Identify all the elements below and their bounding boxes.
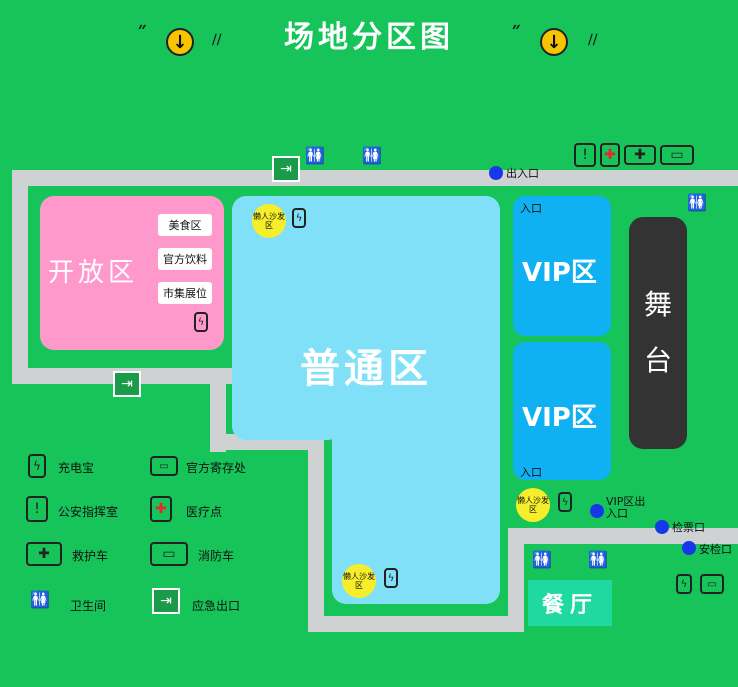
- security-check-dot: [682, 541, 696, 555]
- vip-bottom-entrance-label: 入口: [520, 466, 542, 479]
- path-bottom-right-vert: [508, 528, 524, 632]
- open-zone-label: 开放区: [48, 258, 139, 288]
- stage: 舞 台: [629, 217, 687, 449]
- ticket-check-label: 检票口: [672, 521, 705, 534]
- path-lower-vert: [308, 434, 324, 632]
- vip-zone-bottom: [513, 342, 611, 480]
- deco-marks-left2: ∕∕: [212, 32, 222, 48]
- ticket-check-dot: [655, 520, 669, 534]
- locker-icon: ▭: [700, 574, 724, 594]
- power-bank-icon: ϟ: [292, 208, 306, 228]
- sofa-area-badge: 懒人沙发区: [342, 564, 376, 598]
- power-bank-icon: ϟ: [28, 454, 46, 478]
- vip-entrance-dot: [590, 504, 604, 518]
- restroom-icon: 🚻: [532, 550, 552, 569]
- medical-icon: ✚: [600, 143, 620, 167]
- police-shield-icon: !: [574, 143, 596, 167]
- security-check-label: 安检口: [699, 543, 732, 556]
- path-right: [508, 528, 738, 544]
- legend-label-police: 公安指挥室: [58, 505, 119, 519]
- entrance-label: 出入口: [506, 167, 539, 180]
- vip-bottom-label: VIP区: [522, 403, 597, 433]
- power-bank-icon: ϟ: [384, 568, 398, 588]
- legend-label-ambulance: 救护车: [72, 549, 109, 563]
- power-bank-icon: ϟ: [558, 492, 572, 512]
- stage-char-2: 台: [643, 344, 672, 377]
- sofa-area-badge: 懒人沙发区: [516, 488, 550, 522]
- deco-marks-right: ˝: [510, 24, 521, 49]
- emergency-exit-icon: ⇥: [113, 371, 141, 397]
- restroom-icon: 🚻: [687, 193, 707, 212]
- dining-area: 餐厅: [528, 580, 612, 626]
- deco-marks-left: ˝: [136, 24, 147, 49]
- emergency-exit-icon: ⇥: [152, 588, 180, 614]
- legend-label-restroom: 卫生间: [70, 599, 107, 613]
- entrance-dot: [489, 166, 503, 180]
- sofa-area-badge: 懒人沙发区: [252, 204, 286, 238]
- power-bank-icon: ϟ: [676, 574, 692, 594]
- legend-label-fire-truck: 消防车: [198, 549, 235, 563]
- ambulance-icon: ✚: [26, 542, 62, 566]
- legend-label-power-bank: 充电宝: [58, 461, 95, 475]
- down-arrow-icon: ↓: [166, 28, 194, 56]
- down-arrow-icon: ↓: [540, 28, 568, 56]
- locker-icon: ▭: [150, 456, 178, 476]
- stage-char-1: 舞: [643, 288, 672, 321]
- path-top: [12, 170, 738, 186]
- deco-marks-right2: ∕∕: [588, 32, 598, 48]
- page-title: 场地分区图: [284, 20, 454, 55]
- restroom-icon: 🚻: [30, 590, 50, 609]
- medical-icon: ✚: [150, 496, 172, 522]
- legend-label-medical: 医疗点: [186, 505, 223, 519]
- restroom-icon: 🚻: [588, 550, 608, 569]
- path-mid-vert: [210, 368, 226, 452]
- fire-truck-icon: ▭: [150, 542, 188, 566]
- general-zone-left-tab: [232, 410, 342, 440]
- tag-drinks: 官方饮料: [158, 248, 212, 270]
- vip-entrance-label: VIP区出入口: [606, 495, 646, 520]
- legend-label-emergency-exit: 应急出口: [192, 599, 241, 613]
- restroom-icon: 🚻: [305, 146, 325, 165]
- power-bank-icon: ϟ: [194, 312, 208, 332]
- vip-zone-top: [513, 196, 611, 336]
- tag-food: 美食区: [158, 214, 212, 236]
- ambulance-icon: ✚: [624, 145, 656, 165]
- vip-top-label: VIP区: [522, 258, 597, 288]
- vip-top-entrance-label: 入口: [520, 202, 542, 215]
- path-bottom: [308, 616, 524, 632]
- police-shield-icon: !: [26, 496, 48, 522]
- tag-market: 市集展位: [158, 282, 212, 304]
- general-zone-label: 普通区: [300, 346, 432, 392]
- path-left: [12, 170, 28, 384]
- emergency-exit-icon: ⇥: [272, 156, 300, 182]
- fire-truck-icon: ▭: [660, 145, 694, 165]
- legend-label-locker: 官方寄存处: [186, 461, 247, 475]
- restroom-icon: 🚻: [362, 146, 382, 165]
